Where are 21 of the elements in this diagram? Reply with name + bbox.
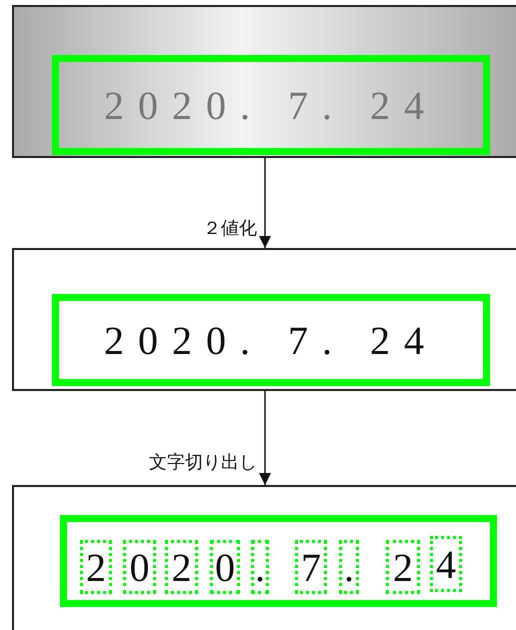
- panel-frame: [12, 248, 516, 391]
- character-box: 2: [165, 540, 198, 594]
- edge-label: ２値化: [203, 217, 257, 240]
- date-text: 2020. 7. 24: [104, 316, 438, 364]
- panel-frame: [12, 485, 516, 630]
- character-box: .: [251, 540, 269, 594]
- detection-box: [52, 55, 490, 155]
- image-panel: [12, 5, 516, 158]
- character-box: 7: [295, 540, 327, 594]
- edge-label: 文字切り出し: [149, 451, 257, 474]
- arrow: [259, 158, 271, 248]
- character-box: 4: [430, 536, 462, 592]
- detection-box: [60, 515, 497, 607]
- character-box: 0: [210, 540, 240, 594]
- character-box: 2: [80, 540, 112, 594]
- character-box: 2: [386, 540, 420, 594]
- character-box: .: [339, 540, 359, 594]
- detection-box: [52, 294, 490, 386]
- character-box: 0: [123, 540, 156, 594]
- date-text: 2020. 7. 24: [104, 82, 438, 128]
- arrow: [259, 391, 271, 485]
